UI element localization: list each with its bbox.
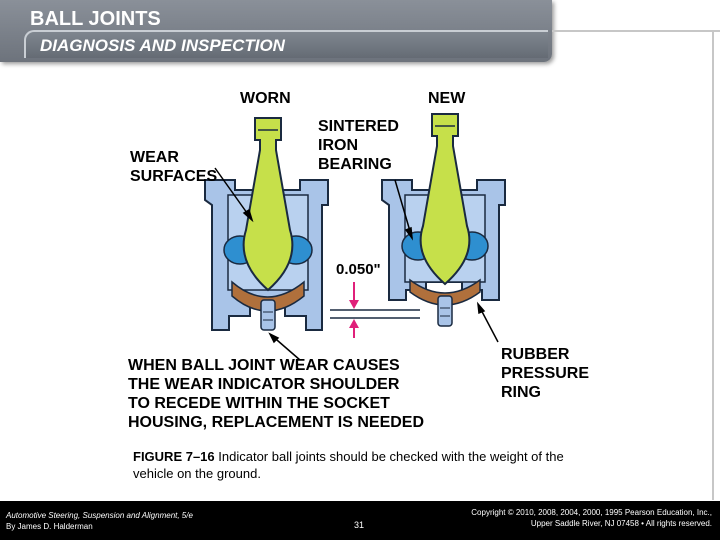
figure-caption: FIGURE 7–16 Indicator ball joints should…	[133, 448, 583, 482]
label-sintered-line1: SINTERED	[318, 118, 399, 135]
label-wear-surfaces: WEAR SURFACES	[130, 148, 217, 186]
footer-author: By James D. Halderman	[6, 522, 93, 531]
footer-copyright-line1: Copyright © 2010, 2008, 2004, 2000, 1995…	[471, 508, 712, 517]
leader-lines	[214, 167, 499, 361]
ball-joint-diagram	[204, 113, 506, 361]
footer-page-number: 31	[354, 520, 365, 530]
slide-title: BALL JOINTS	[30, 8, 161, 30]
label-rubber-pressure-ring: RUBBER PRESSURE RING	[501, 345, 589, 402]
label-worn: WORN	[240, 90, 291, 107]
label-rubber-line1: RUBBER	[501, 346, 570, 363]
footer-book-title: Automotive Steering, Suspension and Alig…	[6, 511, 193, 520]
label-sintered-iron-bearing: SINTERED IRON BEARING	[318, 117, 399, 174]
footer-copyright: Copyright © 2010, 2008, 2004, 2000, 1995…	[471, 507, 712, 529]
label-wear-surfaces-line2: SURFACES	[130, 168, 218, 185]
label-warning-line2: THE WEAR INDICATOR SHOULDER	[128, 376, 400, 393]
label-measurement: 0.050"	[336, 261, 381, 278]
label-warning-line1: WHEN BALL JOINT WEAR CAUSES	[128, 357, 400, 374]
label-rubber-line2: PRESSURE	[501, 365, 590, 382]
header-inner-panel	[24, 30, 548, 58]
slide-subtitle: DIAGNOSIS AND INSPECTION	[40, 36, 285, 55]
frame-line-right	[712, 30, 714, 500]
label-new: NEW	[428, 90, 466, 107]
figure-label: FIGURE 7–16	[133, 449, 215, 464]
label-warning-line4: HOUSING, REPLACEMENT IS NEEDED	[128, 414, 425, 431]
slide-footer: Automotive Steering, Suspension and Alig…	[0, 501, 720, 540]
footer-book-info: Automotive Steering, Suspension and Alig…	[6, 510, 193, 532]
slide-header	[0, 0, 552, 62]
new-ball-joint	[381, 113, 506, 327]
worn-ball-joint	[204, 117, 329, 331]
label-wear-surfaces-line1: WEAR	[130, 149, 179, 166]
label-rubber-line3: RING	[501, 384, 541, 401]
label-replacement-warning: WHEN BALL JOINT WEAR CAUSES THE WEAR IND…	[128, 356, 424, 432]
label-sintered-line3: BEARING	[318, 156, 392, 173]
frame-line-top	[552, 30, 720, 32]
label-warning-line3: TO RECEDE WITHIN THE SOCKET	[128, 395, 390, 412]
label-sintered-line2: IRON	[318, 137, 358, 154]
measurement-indicator	[330, 282, 420, 338]
footer-copyright-line2: Upper Saddle River, NJ 07458 • All right…	[530, 519, 712, 528]
figure-caption-text: Indicator ball joints should be checked …	[133, 449, 564, 481]
